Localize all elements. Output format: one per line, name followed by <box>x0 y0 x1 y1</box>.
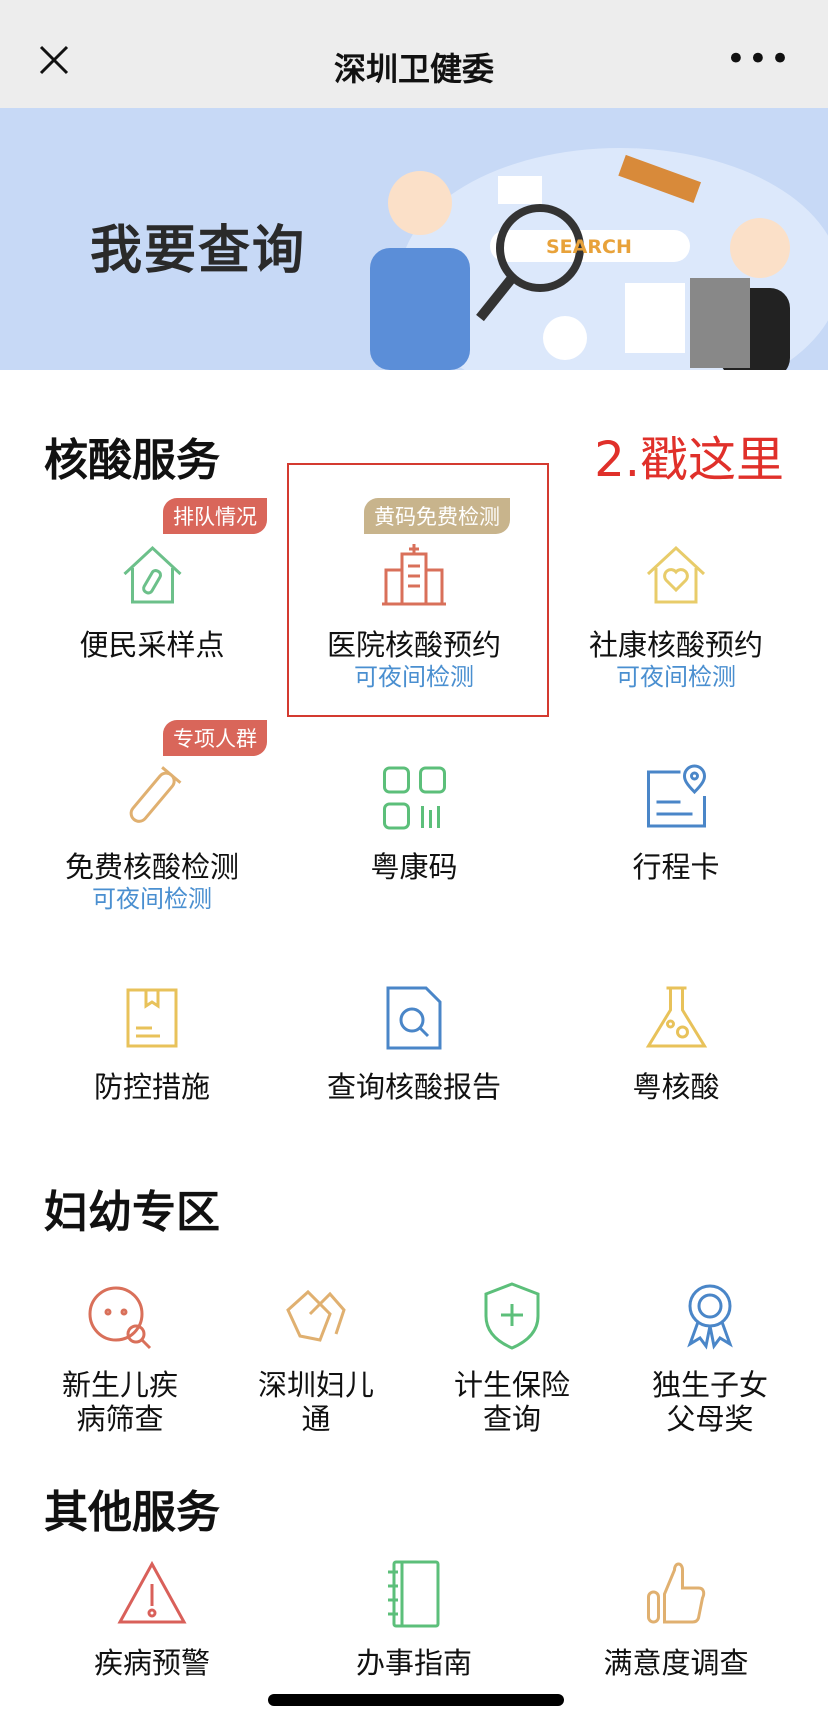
grid-item-community-appointment[interactable]: 社康核酸预约 可夜间检测 <box>589 540 763 692</box>
badge-queue: 排队情况 <box>163 498 267 534</box>
banner-title: 我要查询 <box>90 221 307 281</box>
grid-item-shenzhen-mother-child[interactable]: 深圳妇儿 通 <box>258 1280 374 1436</box>
flask-icon <box>645 986 707 1048</box>
grid-item-family-planning-insurance[interactable]: 计生保险 查询 <box>454 1280 570 1436</box>
location-card-icon <box>646 764 706 828</box>
annotation-hint: 2.戳这里 <box>594 432 784 488</box>
section-title-maternal: 妇幼专区 <box>44 1187 220 1238</box>
box-icon <box>126 988 178 1048</box>
grid-item-hospital-appointment[interactable]: 医院核酸预约 可夜间检测 <box>327 540 501 692</box>
house-test-tube-icon <box>122 545 182 604</box>
banner-search-text: SEARCH <box>546 236 632 258</box>
grid-item-satisfaction-survey[interactable]: 满意度调查 <box>603 1558 749 1680</box>
grid-item-newborn-screening[interactable]: 新生儿疾 病筛查 <box>62 1280 178 1436</box>
hospital-icon <box>381 544 446 606</box>
shield-plus-icon <box>484 1282 540 1350</box>
grid-item-sampling-point[interactable]: 便民采样点 <box>79 540 225 662</box>
home-indicator[interactable] <box>268 1694 564 1706</box>
page-title: 深圳卫健委 <box>333 50 494 88</box>
baby-search-icon <box>88 1286 152 1350</box>
more-icon[interactable]: ••• <box>725 39 792 79</box>
banner[interactable]: 我要查询 SEARCH <box>0 108 828 370</box>
warning-icon <box>117 1560 187 1624</box>
section-title-other: 其他服务 <box>44 1487 220 1538</box>
qr-code-icon <box>382 766 446 830</box>
badge-yellow-code: 黄码免费检测 <box>364 498 510 534</box>
document-search-icon <box>386 986 442 1050</box>
grid-item-guangdong-nucleic[interactable]: 粤核酸 <box>632 982 720 1104</box>
close-icon[interactable] <box>38 44 70 76</box>
search-illustration <box>370 148 828 370</box>
highlight-box <box>287 463 549 717</box>
grid-item-query-report[interactable]: 查询核酸报告 <box>327 982 501 1104</box>
grid-item-health-code[interactable]: 粤康码 <box>370 762 458 884</box>
hands-icon <box>286 1289 346 1342</box>
thumbs-up-icon <box>646 1562 705 1624</box>
section-title-nucleic: 核酸服务 <box>44 435 220 486</box>
grid-item-free-test[interactable]: 免费核酸检测 可夜间检测 <box>65 762 239 914</box>
grid-item-trip-card[interactable]: 行程卡 <box>632 762 720 884</box>
medal-icon <box>687 1284 733 1350</box>
grid-item-prevention-measures[interactable]: 防控措施 <box>94 982 210 1104</box>
grid-item-only-child-award[interactable]: 独生子女 父母奖 <box>652 1280 768 1436</box>
house-heart-icon <box>646 545 706 604</box>
test-tube-icon <box>129 766 182 823</box>
badge-special-group: 专项人群 <box>163 720 267 756</box>
title-bar: 深圳卫健委 ••• <box>0 0 828 108</box>
notebook-icon <box>387 1560 440 1628</box>
grid-item-service-guide[interactable]: 办事指南 <box>356 1558 472 1680</box>
grid-item-disease-alert[interactable]: 疾病预警 <box>94 1558 210 1680</box>
